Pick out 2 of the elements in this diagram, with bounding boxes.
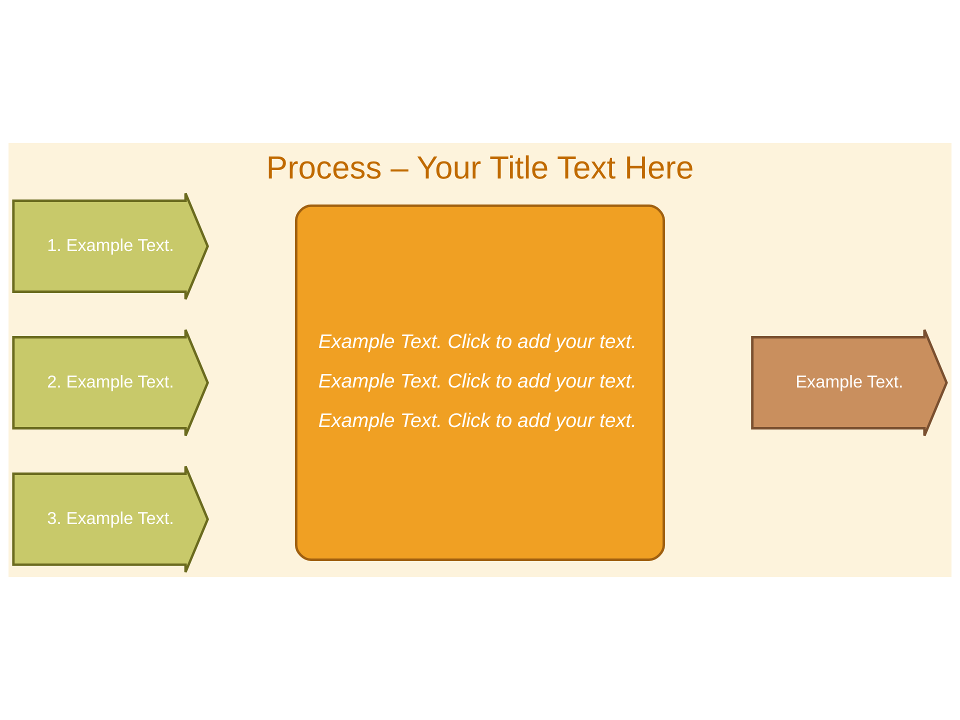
diagram-title: Process – Your Title Text Here (266, 149, 694, 186)
node-box: Example Text. Click to add your text. Example Text. Click to add your text. Example Text. Click to add your text. (294, 204, 666, 562)
